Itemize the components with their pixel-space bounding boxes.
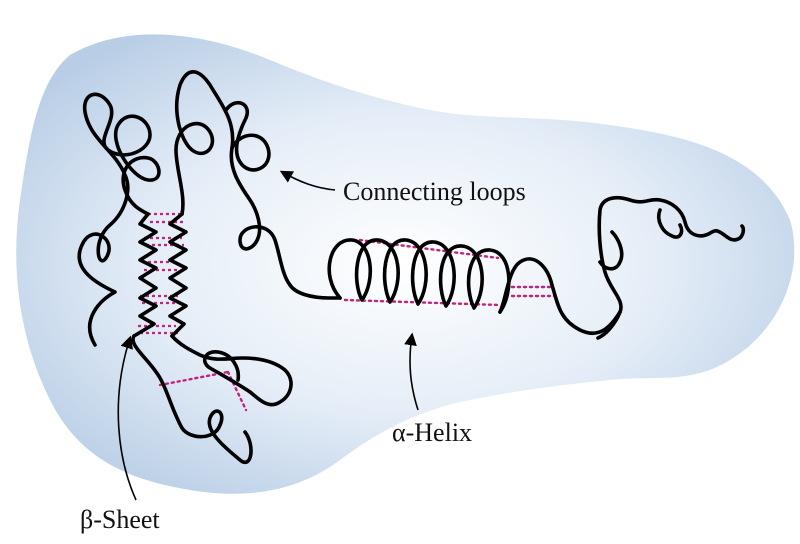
connecting-loops-label: Connecting loops — [343, 177, 526, 206]
annotation-arrows — [117, 170, 419, 501]
beta-sheet-arrow — [117, 335, 137, 501]
alpha-helix-arrow — [404, 332, 419, 411]
alpha-helix-label: α-Helix — [392, 418, 472, 447]
connecting-loops-arrow — [279, 170, 336, 191]
polypeptide-chain — [77, 70, 746, 465]
beta-sheet-label: β-Sheet — [80, 505, 160, 534]
